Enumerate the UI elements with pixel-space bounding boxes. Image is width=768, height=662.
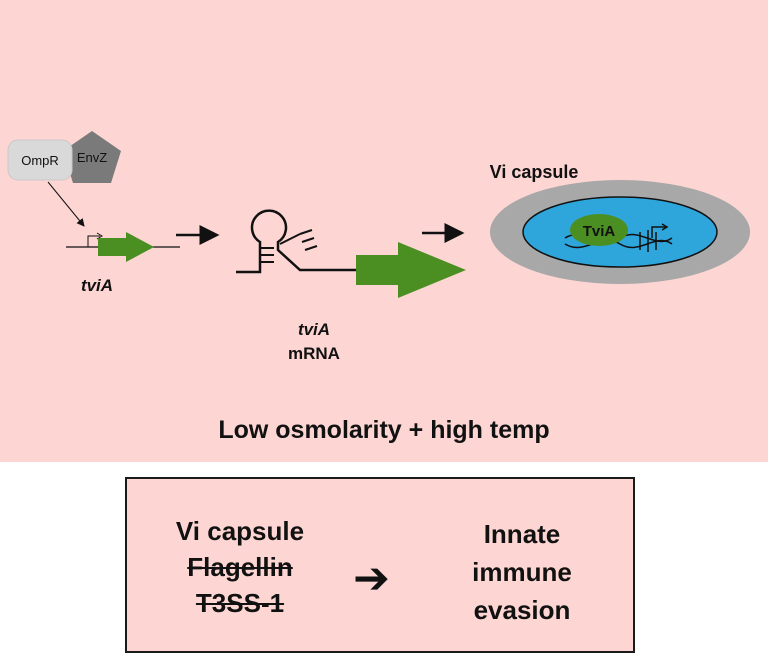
phenotype-t3ss1: T3SS-1 [195, 588, 285, 618]
condition-label: Low osmolarity + high temp [218, 416, 550, 444]
envz-label: EnvZ [77, 150, 107, 165]
outcome-text: Innate immune evasion [427, 515, 617, 629]
ompr-box [7, 139, 73, 181]
mrna-coding-arrow [356, 242, 466, 298]
envz-pentagon [63, 131, 121, 183]
ompr-label: OmpR [21, 153, 59, 168]
mrna-label: mRNA [288, 344, 340, 363]
tvia-protein-label: TviA [583, 223, 616, 240]
tvia-mrna [236, 209, 356, 274]
regulation-arrow [47, 181, 85, 227]
outcome-line-2: immune [472, 557, 572, 587]
phenotype-flagellin: Flagellin [187, 552, 293, 582]
right-arrow-icon: ➔ [353, 554, 390, 603]
outcome-line-1: Innate [483, 519, 561, 549]
capsule-label: Vi capsule [490, 162, 579, 182]
mrna-gene-label: tviA [298, 320, 330, 339]
phenotype-vi-capsule: Vi capsule [175, 516, 305, 546]
gene-label: tviA [81, 276, 113, 295]
phenotype-list: Vi capsule Flagellin T3SS-1 [155, 513, 325, 621]
tvia-protein [570, 214, 628, 246]
summary-box: Vi capsule Flagellin T3SS-1 ➔ Innate imm… [125, 477, 635, 653]
tvia-gene [66, 232, 180, 262]
outcome-line-3: evasion [473, 595, 571, 625]
